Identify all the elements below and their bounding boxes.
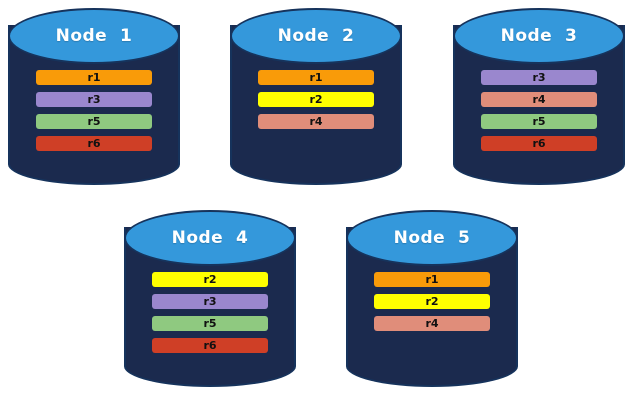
shard-list: r2 r3 r5 r6 <box>152 272 268 353</box>
node-label: Node 5 <box>393 228 471 248</box>
node-label: Node 1 <box>55 26 133 46</box>
shard-list: r1 r2 r4 <box>258 70 374 129</box>
shard-r5[interactable]: r5 <box>152 316 268 331</box>
cylinder-top-cap: Node 4 <box>124 210 296 266</box>
node-label: Node 2 <box>277 26 355 46</box>
shard-r4[interactable]: r4 <box>481 92 597 107</box>
shard-r6[interactable]: r6 <box>481 136 597 151</box>
shard-r5[interactable]: r5 <box>481 114 597 129</box>
shard-list: r1 r2 r4 <box>374 272 490 331</box>
shard-r4[interactable]: r4 <box>258 114 374 129</box>
shard-r2[interactable]: r2 <box>152 272 268 287</box>
cylinder-top-cap: Node 1 <box>8 8 180 64</box>
node-cylinder-2[interactable]: Node 2 r1 r2 r4 <box>230 8 402 194</box>
shard-r1[interactable]: r1 <box>374 272 490 287</box>
shard-r4[interactable]: r4 <box>374 316 490 331</box>
shard-r2[interactable]: r2 <box>258 92 374 107</box>
node-cylinder-4[interactable]: Node 4 r2 r3 r5 r6 <box>124 210 296 396</box>
shard-r1[interactable]: r1 <box>36 70 152 85</box>
node-cylinder-3[interactable]: Node 3 r3 r4 r5 r6 <box>453 8 625 194</box>
shard-r3[interactable]: r3 <box>152 294 268 309</box>
node-cylinder-1[interactable]: Node 1 r1 r3 r5 r6 <box>8 8 180 194</box>
shard-list: r1 r3 r5 r6 <box>36 70 152 151</box>
cylinder-top-cap: Node 3 <box>453 8 625 64</box>
cylinder-top-cap: Node 2 <box>230 8 402 64</box>
shard-r3[interactable]: r3 <box>481 70 597 85</box>
shard-r1[interactable]: r1 <box>258 70 374 85</box>
shard-r2[interactable]: r2 <box>374 294 490 309</box>
shard-r6[interactable]: r6 <box>152 338 268 353</box>
node-cylinder-5[interactable]: Node 5 r1 r2 r4 <box>346 210 518 396</box>
cylinder-top-cap: Node 5 <box>346 210 518 266</box>
node-label: Node 4 <box>171 228 249 248</box>
shard-list: r3 r4 r5 r6 <box>481 70 597 151</box>
shard-r3[interactable]: r3 <box>36 92 152 107</box>
shard-r6[interactable]: r6 <box>36 136 152 151</box>
node-label: Node 3 <box>500 26 578 46</box>
shard-r5[interactable]: r5 <box>36 114 152 129</box>
